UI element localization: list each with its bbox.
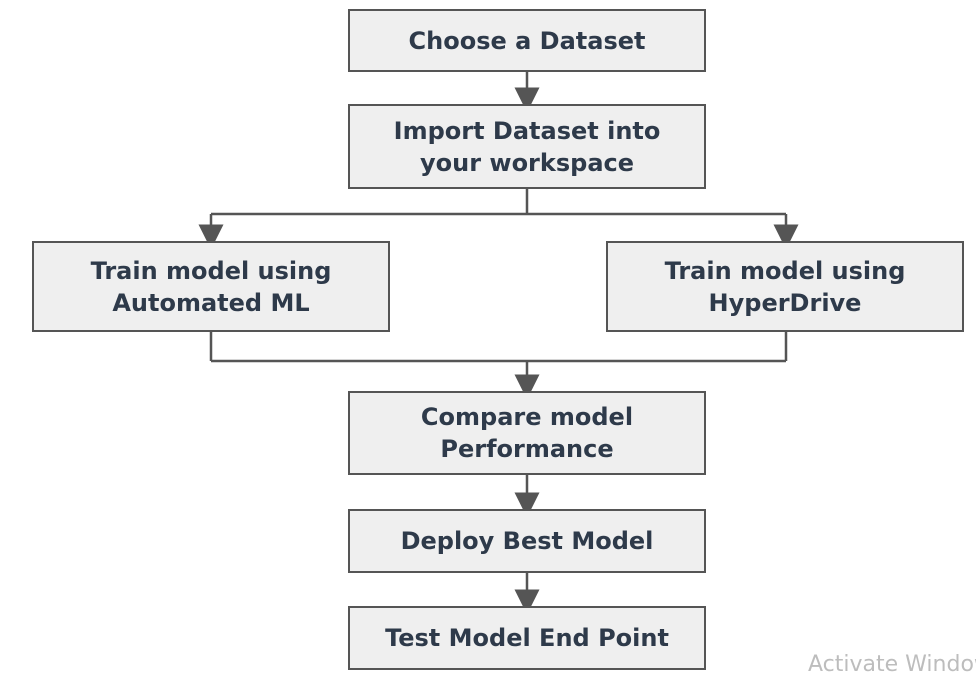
node-label: Train model using HyperDrive [664,256,906,317]
node-label: Deploy Best Model [400,527,654,555]
node-test-endpoint: Test Model End Point [348,606,706,670]
node-label: Compare model Performance [420,403,634,463]
node-label: Import Dataset into your workspace [393,116,661,177]
node-label: Train model using Automated ML [90,256,332,317]
node-train-hyperdrive: Train model using HyperDrive [606,241,964,332]
node-deploy-best-model: Deploy Best Model [348,509,706,573]
node-label: Choose a Dataset [408,26,646,55]
node-train-automl: Train model using Automated ML [32,241,390,332]
node-compare-performance: Compare model Performance [348,391,706,475]
activate-windows-watermark: Activate Windows [808,652,976,677]
node-import-dataset: Import Dataset into your workspace [348,104,706,189]
node-choose-dataset: Choose a Dataset [348,9,706,72]
node-label: Test Model End Point [385,624,669,652]
